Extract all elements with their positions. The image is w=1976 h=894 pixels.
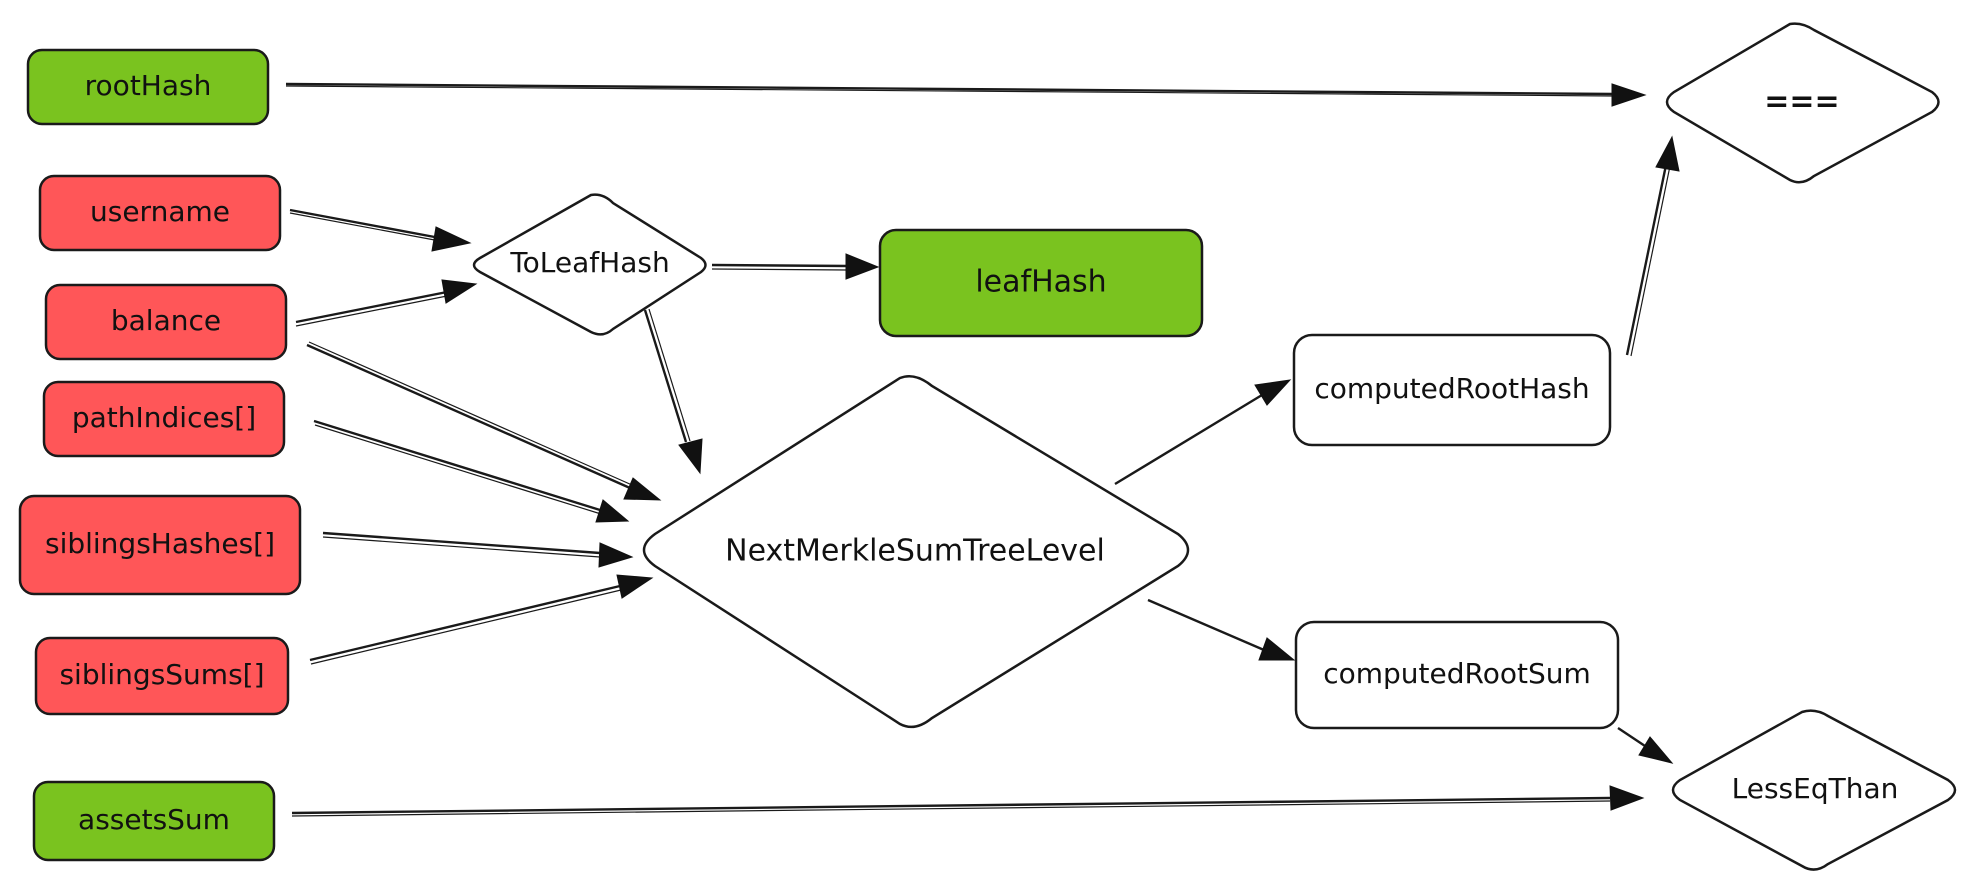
op-nextmerklesumtreelevel-label: NextMerkleSumTreeLevel	[725, 534, 1105, 569]
op-toleafhash-diamond	[472, 193, 707, 336]
edge-pathindices-to-nextlevel	[313, 419, 630, 523]
input-siblingssums-box	[34, 636, 290, 716]
op-nextmerklesumtreelevel-diamond	[642, 375, 1190, 729]
output-computedrootsum: computedRootSum	[1294, 620, 1620, 730]
output-computedroothash: computedRootHash	[1292, 333, 1612, 447]
edge-balance-to-toleafhash	[295, 279, 478, 327]
input-siblingssums: siblingsSums[]	[34, 636, 290, 716]
op-toleafhash-label: ToLeafHash	[509, 246, 669, 279]
input-assetssum: assetsSum	[32, 780, 276, 862]
edge-username-to-toleafhash	[289, 208, 472, 252]
output-computedroothash-label: computedRootHash	[1314, 372, 1589, 405]
edge-balance-to-nextlevel	[306, 341, 662, 501]
edge-siblingshashes-to-nextlevel	[322, 531, 634, 568]
input-pathindices: pathIndices[]	[42, 380, 286, 458]
output-leafhash-box	[878, 228, 1204, 338]
input-roothash-box	[26, 48, 270, 126]
op-lesseqthan-label: LessEqThan	[1732, 772, 1899, 805]
input-username-box	[38, 174, 282, 252]
input-roothash: rootHash	[26, 48, 270, 126]
input-assetssum-label: assetsSum	[78, 803, 230, 836]
op-lesseqthan-diamond	[1671, 709, 1957, 871]
op-lesseqthan: LessEqThan	[1671, 709, 1957, 871]
input-siblingshashes-box	[18, 494, 302, 596]
output-leafhash-label: leafHash	[975, 265, 1106, 300]
input-roothash-label: rootHash	[85, 69, 212, 102]
input-siblingssums-label: siblingsSums[]	[59, 658, 264, 691]
edge-nextlevel-to-computedroothash	[1114, 379, 1292, 486]
input-pathindices-box	[42, 380, 286, 458]
input-assetssum-box	[32, 780, 276, 862]
input-balance-label: balance	[111, 304, 221, 337]
edge-computedroothash-to-equals	[1625, 135, 1680, 357]
edge-toleafhash-to-leafhash	[711, 253, 880, 280]
input-pathindices-label: pathIndices[]	[72, 401, 256, 434]
edge-roothash-to-equals	[285, 82, 1647, 107]
edge-siblingssums-to-nextlevel	[309, 574, 654, 665]
output-computedrootsum-label: computedRootSum	[1323, 657, 1591, 690]
input-balance-box	[44, 283, 288, 361]
op-toleafhash: ToLeafHash	[472, 193, 707, 336]
input-siblingshashes-label: siblingsHashes[]	[45, 527, 275, 560]
edge-nextlevel-to-computedrootsum	[1147, 598, 1296, 661]
input-siblingshashes: siblingsHashes[]	[18, 494, 302, 596]
edge-assetssum-to-lesseqthan	[291, 785, 1645, 817]
edges	[285, 82, 1680, 817]
output-computedroothash-box	[1292, 333, 1612, 447]
edge-computedrootsum-to-lesseqthan	[1617, 727, 1674, 764]
op-equals: ===	[1665, 22, 1940, 184]
op-equals-diamond	[1665, 22, 1940, 184]
output-computedrootsum-box	[1294, 620, 1620, 730]
edge-toleafhash-to-nextlevel	[643, 308, 703, 475]
input-username: username	[38, 174, 282, 252]
output-leafhash: leafHash	[878, 228, 1204, 338]
input-balance: balance	[44, 283, 288, 361]
input-username-label: username	[90, 195, 230, 228]
op-nextmerklesumtreelevel: NextMerkleSumTreeLevel	[642, 375, 1190, 729]
op-equals-label: ===	[1764, 85, 1839, 120]
